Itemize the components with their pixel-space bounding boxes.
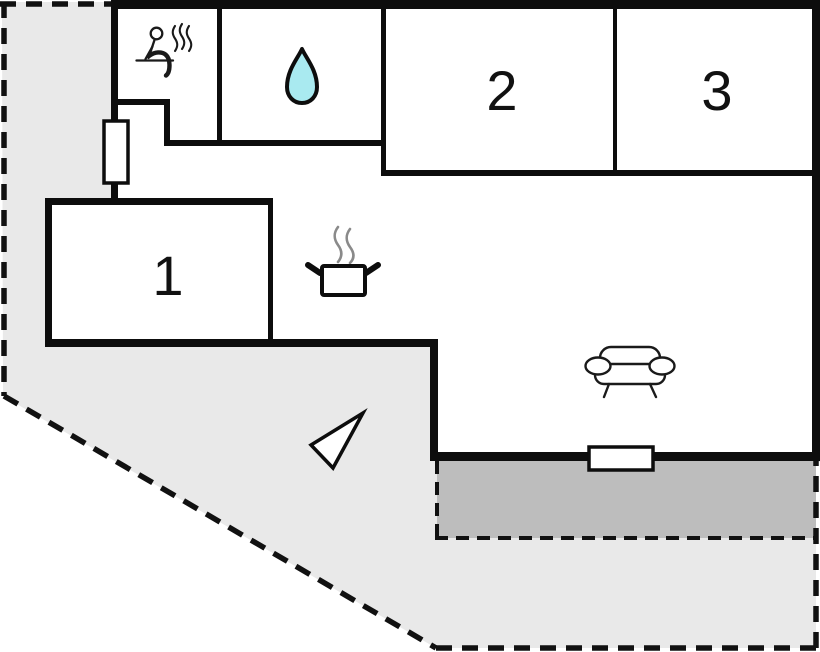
room-labels: 1 2 3 xyxy=(152,59,732,307)
terrace-boundary xyxy=(435,461,816,540)
plot-boundary-diagonal xyxy=(2,393,438,651)
wall-top-exterior xyxy=(111,0,820,9)
sofa-armrest-left xyxy=(584,356,612,376)
wall-bathroom-bottom xyxy=(164,140,386,146)
wall-rooms23-bottom xyxy=(381,170,820,176)
room-3-label: 3 xyxy=(701,59,732,122)
wall-left-living xyxy=(430,344,438,461)
wall-sauna-step-vertical xyxy=(164,99,170,146)
wall-left-upper xyxy=(111,0,118,124)
wall-sauna-bathroom-divider xyxy=(217,0,222,146)
pot-handle-left xyxy=(305,262,323,276)
water-drop-icon xyxy=(285,47,319,105)
wall-sauna-step-horizontal xyxy=(111,99,170,105)
sofa-armrest-right xyxy=(648,356,676,376)
sauna-icon xyxy=(135,22,193,78)
wall-room1-left xyxy=(45,198,52,347)
cooking-pot-icon xyxy=(305,225,381,297)
wall-left-below-window xyxy=(111,180,118,205)
wall-room1-bottom xyxy=(45,339,438,347)
sauna-steam xyxy=(171,22,193,53)
wall-bathroom-room2-divider xyxy=(381,0,386,176)
sauna-person-head xyxy=(149,26,164,41)
terrace-area xyxy=(437,461,816,538)
room-2-label: 2 xyxy=(486,59,517,122)
sauna-person-arm xyxy=(144,45,154,61)
pot-handle-right xyxy=(363,262,381,276)
wall-room1-right xyxy=(268,198,273,347)
sofa-leg-right xyxy=(648,382,658,399)
wall-room1-top xyxy=(45,198,273,205)
sofa-icon xyxy=(584,345,676,399)
sauna-person-leg xyxy=(146,50,172,78)
sofa-leg-left xyxy=(602,382,611,399)
wall-right-exterior xyxy=(812,0,820,461)
room-1-label: 1 xyxy=(152,244,183,307)
pot-steam xyxy=(333,225,355,265)
north-arrow-icon xyxy=(308,408,368,471)
window-left-icon xyxy=(102,119,130,185)
window-bottom-icon xyxy=(587,445,655,472)
pot-body xyxy=(320,264,367,297)
wall-room2-room3-divider xyxy=(613,0,617,173)
